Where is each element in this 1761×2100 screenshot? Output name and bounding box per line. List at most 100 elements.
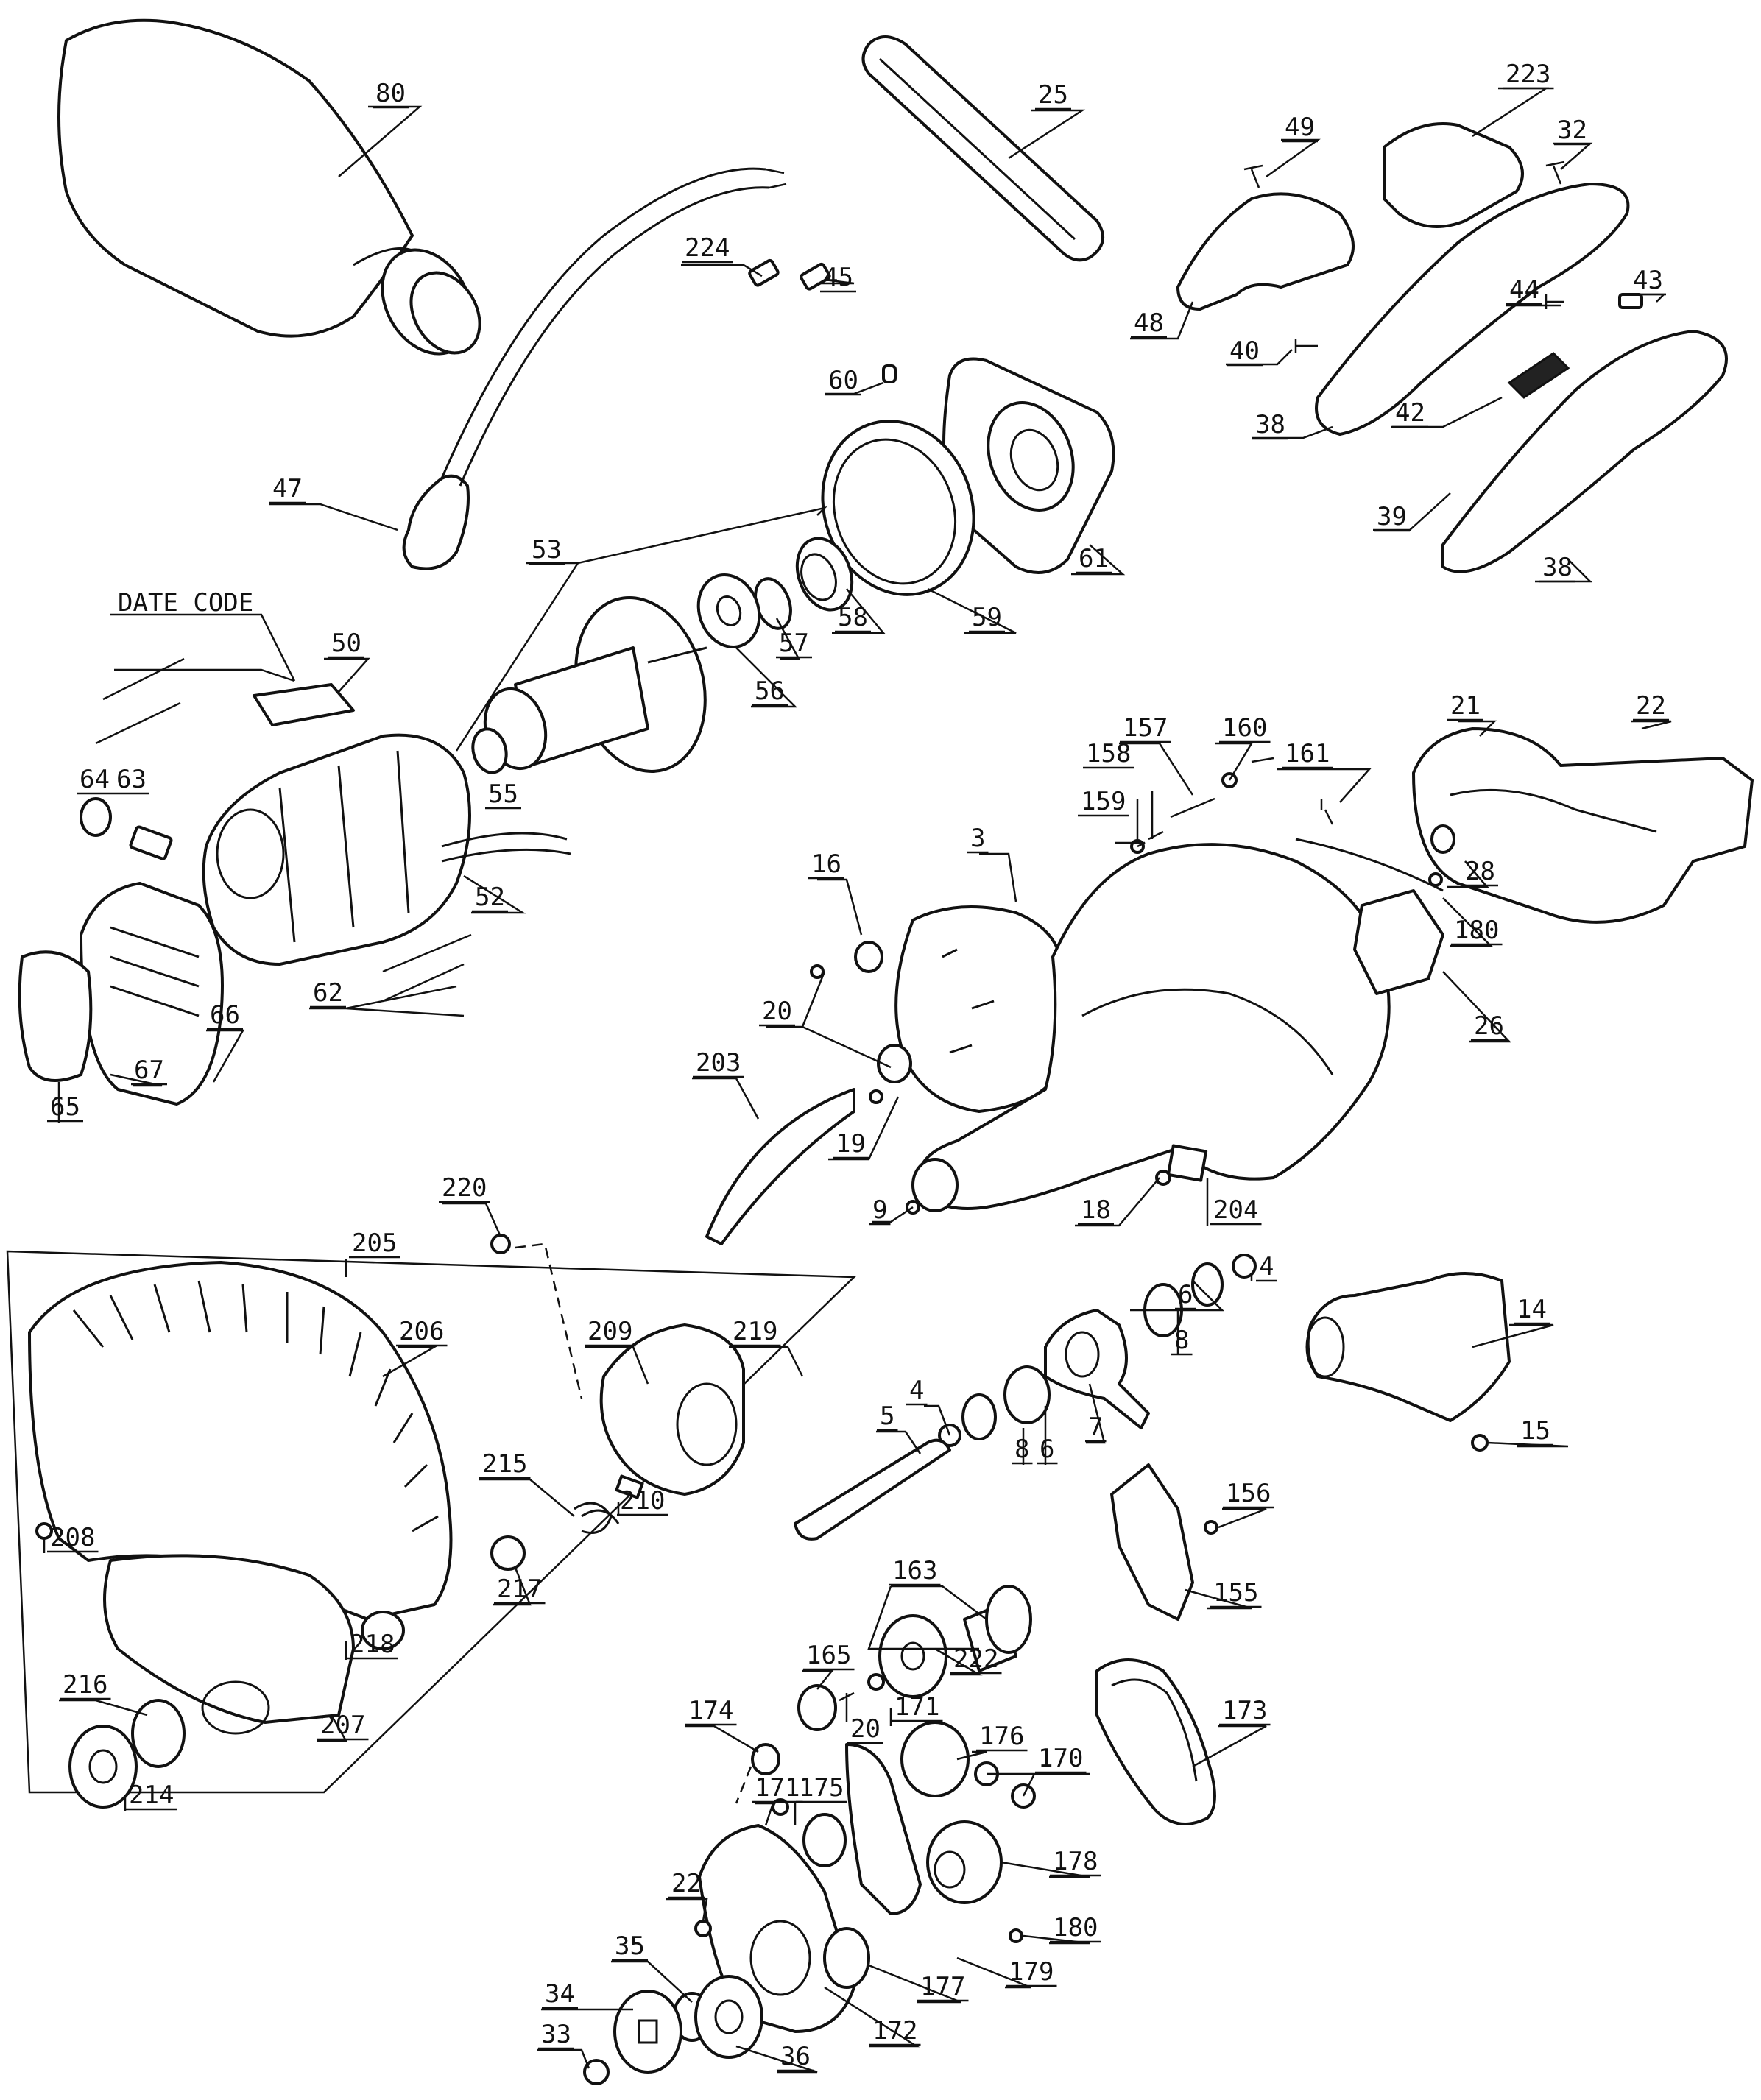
callout-35: 35: [615, 1931, 645, 1961]
callout-45: 45: [823, 263, 853, 292]
handle-assembly: [1176, 122, 1565, 353]
callout-220: 220: [442, 1173, 487, 1203]
callout-7: 7: [1088, 1413, 1103, 1442]
callout-208: 208: [50, 1523, 95, 1552]
shield-203: [705, 1088, 855, 1245]
callout-50: 50: [331, 629, 361, 658]
callout-176: 176: [979, 1722, 1024, 1751]
gasket-173: [1095, 1658, 1216, 1825]
callout-47: 47: [272, 474, 303, 503]
callout-5: 5: [880, 1401, 894, 1431]
brush-parts: [80, 797, 173, 860]
callout-14: 14: [1517, 1295, 1547, 1324]
pivot-parts: [794, 1254, 1257, 1541]
callout-207: 207: [320, 1711, 365, 1740]
callout-42: 42: [1395, 398, 1425, 428]
bracket-155: [1110, 1463, 1218, 1621]
date-code-label-50: [253, 683, 355, 726]
callout-38a: 38: [1255, 410, 1285, 439]
label-204: [906, 1144, 1208, 1215]
callout-158: 158: [1086, 739, 1131, 768]
callout-52: 52: [475, 883, 505, 912]
callout-155: 155: [1213, 1578, 1258, 1608]
callout-160: 160: [1222, 713, 1267, 743]
callout-179: 179: [1009, 1957, 1054, 1987]
spindle-163: [867, 1585, 1032, 1698]
motor-housing-52: [95, 657, 571, 1003]
callout-218: 218: [350, 1630, 395, 1659]
gears: [900, 1721, 1036, 1904]
callout-20a: 20: [762, 997, 792, 1026]
callout-165: 165: [806, 1641, 851, 1670]
callout-163: 163: [892, 1556, 937, 1585]
callout-67: 67: [134, 1056, 164, 1085]
clamps: [810, 941, 912, 1104]
callout-214: 214: [129, 1781, 174, 1810]
callout-65: 65: [50, 1092, 80, 1122]
callout-6b: 6: [1040, 1435, 1054, 1464]
dust-bag-80: [57, 18, 481, 356]
callout-48: 48: [1134, 308, 1164, 338]
callout-15: 15: [1520, 1416, 1550, 1446]
motor-end-cap-61: [942, 357, 1115, 574]
callout-44: 44: [1509, 275, 1539, 305]
belt-25: [861, 35, 1104, 262]
callout-159: 159: [1081, 787, 1126, 816]
callout-172: 172: [872, 2016, 917, 2046]
armature-55: [471, 596, 707, 774]
callout-223: 223: [1506, 60, 1550, 89]
callout-22a: 22: [1636, 691, 1666, 721]
callout-6a: 6: [1178, 1280, 1193, 1309]
callout-9: 9: [872, 1195, 887, 1225]
gearbox-small: [735, 1684, 855, 1804]
callout-38b: 38: [1542, 553, 1573, 582]
callout-25: 25: [1038, 80, 1068, 110]
small-hardware: [1130, 757, 1444, 892]
callout-177: 177: [920, 1972, 965, 2001]
callout-59: 59: [972, 603, 1002, 632]
callout-64: 64: [80, 765, 110, 794]
callout-175: 175: [799, 1773, 844, 1803]
callout-216: 216: [63, 1670, 107, 1700]
callout-22b: 22: [671, 1869, 702, 1898]
callout-53: 53: [532, 535, 562, 565]
callout-80: 80: [375, 79, 406, 108]
parts-artwork: [6, 18, 1754, 2085]
wire-connectors: [748, 258, 831, 291]
callout-204: 204: [1213, 1195, 1258, 1225]
callout-39: 39: [1377, 502, 1407, 531]
callout-206: 206: [399, 1317, 444, 1346]
callout-161: 161: [1285, 739, 1330, 768]
callout-49: 49: [1285, 113, 1315, 142]
bearings: [696, 537, 854, 648]
callout-209: 209: [587, 1317, 632, 1346]
callout-8a: 8: [1174, 1326, 1189, 1355]
callout-43: 43: [1633, 266, 1663, 295]
callout-156: 156: [1226, 1479, 1271, 1508]
callout-55: 55: [488, 779, 518, 809]
arbor-parts: [583, 1920, 763, 2085]
baffle-59: [821, 364, 975, 596]
callout-63: 63: [116, 765, 147, 794]
callout-171a: 171: [894, 1692, 939, 1722]
callout-4a: 4: [1259, 1252, 1274, 1281]
callout-3: 3: [970, 824, 985, 853]
callout-170: 170: [1038, 1744, 1083, 1773]
callout-21: 21: [1450, 691, 1481, 721]
callout-28: 28: [1465, 857, 1495, 886]
callout-58: 58: [838, 603, 868, 632]
guard-block-26: [1353, 872, 1444, 995]
callout-26: 26: [1474, 1011, 1504, 1041]
callout-205: 205: [352, 1228, 397, 1258]
callout-178: 178: [1053, 1847, 1098, 1876]
callout-36: 36: [780, 2042, 811, 2071]
callout-20b: 20: [850, 1714, 880, 1744]
callout-203: 203: [696, 1048, 741, 1078]
callout-219: 219: [733, 1317, 777, 1346]
callout-32: 32: [1557, 116, 1587, 145]
date-code-text: DATE CODE: [118, 588, 253, 618]
callout-62: 62: [313, 978, 343, 1008]
upper-arm-3: [894, 843, 1391, 1212]
